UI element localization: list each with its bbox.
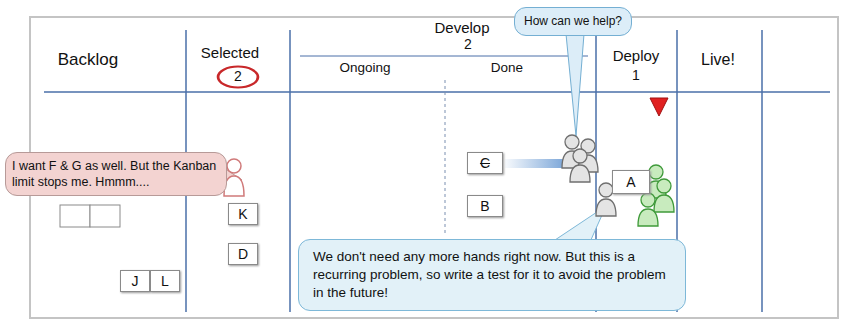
column-header: Selected: [201, 44, 259, 62]
card-text: K: [235, 204, 251, 224]
bubble-tail: [566, 34, 584, 136]
task-card: A: [612, 170, 650, 194]
card-text: D: [235, 244, 251, 264]
column-header: Backlog: [58, 50, 118, 70]
card-text: 2: [216, 65, 260, 87]
subcolumn-header: Ongoing: [339, 60, 390, 76]
speech-bubble: We don't need any more hands right now. …: [298, 239, 686, 311]
subheader-line: [300, 56, 588, 57]
help-arrow: [505, 159, 571, 168]
column-line: [289, 30, 291, 312]
task-card: D: [228, 243, 258, 265]
callout-text: We don't need any more hands right now. …: [313, 248, 671, 302]
wip-limit: 2: [464, 36, 472, 53]
card-text: A: [619, 171, 643, 193]
column-header: Deploy: [613, 47, 660, 65]
person-group: [562, 135, 616, 216]
column-header: Develop: [434, 19, 489, 37]
task-card: B: [467, 195, 503, 217]
blocker-marker: [650, 98, 668, 116]
task-card: C: [467, 152, 503, 174]
card-text: C: [474, 153, 496, 173]
callout-text: How can we help?: [523, 14, 623, 29]
subcolumn-header: Done: [491, 60, 523, 76]
callout-text: I want F & G as well. But the Kanban lim…: [12, 158, 220, 190]
person-icon: [224, 159, 244, 196]
card-text: J: [127, 271, 143, 291]
speech-bubble: I want F & G as well. But the Kanban lim…: [5, 152, 227, 196]
hidden-card: [90, 205, 120, 227]
wip-limit-circle: 2: [216, 65, 260, 89]
column-header: Live!: [701, 50, 735, 69]
hidden-card: [60, 205, 90, 227]
header-line: [44, 91, 830, 93]
task-card: K: [228, 203, 258, 225]
card-text: B: [474, 196, 496, 216]
card-text: L: [157, 271, 173, 291]
speech-bubble: How can we help?: [514, 7, 632, 36]
task-card: L: [150, 270, 180, 292]
task-card: J: [120, 270, 150, 292]
subcolumn-divider: [445, 80, 446, 236]
column-line: [761, 30, 763, 312]
wip-limit: 1: [632, 67, 640, 84]
